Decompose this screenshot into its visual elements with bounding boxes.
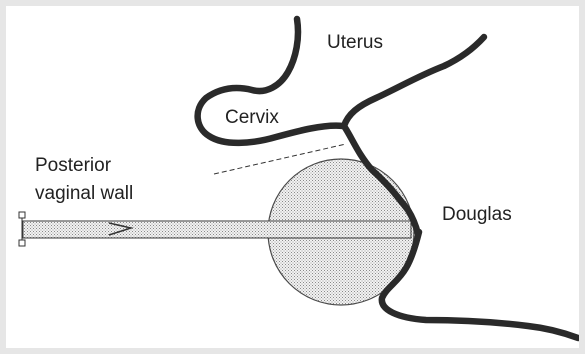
posterior-label-line1: Posterior — [35, 155, 111, 177]
posterior-label-line2: vaginal wall — [35, 183, 133, 205]
uterus-label: Uterus — [327, 32, 383, 54]
anatomy-diagram — [6, 6, 579, 348]
diagram-panel: Uterus Cervix Posterior vaginal wall Dou… — [6, 6, 579, 348]
probe-handle-bottom — [19, 240, 25, 246]
probe-handle-top — [19, 212, 25, 218]
probe-rect — [23, 221, 411, 238]
cervix-label: Cervix — [225, 107, 279, 129]
douglas-label: Douglas — [442, 204, 512, 226]
